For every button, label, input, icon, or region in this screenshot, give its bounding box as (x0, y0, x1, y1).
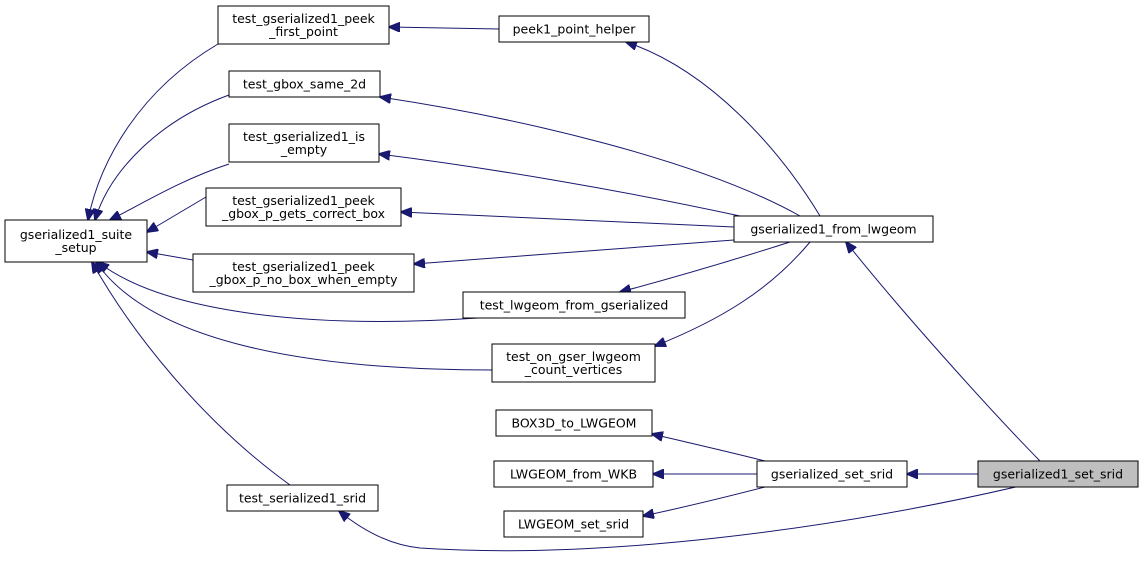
node-box (4, 219, 148, 263)
edge-test_lwgeom_from_gserialized-to-gserialized1_suite_setup (98, 262, 479, 322)
node-BOX3D_to_LWGEOM[interactable]: BOX3D_to_LWGEOM (495, 409, 653, 437)
edge-gserialized_set_srid-to-BOX3D_to_LWGEOM (652, 434, 766, 462)
node-label: BOX3D_to_LWGEOM (512, 416, 637, 431)
node-box (228, 123, 380, 163)
node-test_lwgeom_from_gserialized[interactable]: test_lwgeom_from_gserialized (462, 291, 686, 319)
node-test_gserialized1_peek_gbox_p_no_box_when_empty[interactable]: test_gserialized1_peek_gbox_p_no_box_whe… (192, 253, 415, 293)
node-gserialized_set_srid[interactable]: gserialized_set_srid (756, 460, 908, 488)
node-box (491, 343, 656, 383)
node-gserialized1_suite_setup[interactable]: gserialized1_suite_setup (4, 219, 148, 263)
node-box (493, 460, 654, 488)
node-label: test_lwgeom_from_gserialized (480, 298, 669, 313)
node-label: gserialized1_set_srid (993, 467, 1123, 482)
edge-gserialized1_from_lwgeom-to-peek1_point_helper (626, 42, 821, 217)
node-label: _empty (280, 142, 328, 157)
node-box (192, 253, 415, 293)
edge-gserialized1_from_lwgeom-to-test_gserialized1_peek_gbox_p_gets_correct_box (401, 212, 735, 228)
node-label: test_gserialized1_peek (232, 259, 375, 274)
node-test_gbox_same_2d[interactable]: test_gbox_same_2d (228, 70, 381, 98)
edge-test_gserialized1_is_empty-to-gserialized1_suite_setup (110, 163, 230, 220)
edge-test_gserialized1_peek_first_point-to-gserialized1_suite_setup (88, 43, 219, 220)
node-label: _gbox_p_gets_correct_box (221, 206, 385, 221)
node-label: _count_vertices (524, 362, 622, 377)
edges-layer (88, 27, 1041, 552)
node-box (217, 5, 390, 45)
node-label: test_gserialized1_is (243, 129, 365, 144)
node-label: _first_point (268, 24, 338, 39)
node-test_gserialized1_peek_first_point[interactable]: test_gserialized1_peek_first_point (217, 5, 390, 45)
edge-gserialized1_from_lwgeom-to-test_on_gser_lwgeom_count_vertices (655, 241, 811, 346)
node-label: test_gbox_same_2d (243, 77, 366, 92)
node-LWGEOM_set_srid[interactable]: LWGEOM_set_srid (503, 510, 644, 538)
node-label: test_gserialized1_peek (232, 11, 375, 26)
node-box (226, 484, 379, 512)
node-label: peek1_point_helper (513, 22, 637, 37)
edge-gserialized1_set_srid-to-test_serialized1_srid (339, 485, 1021, 552)
edge-gserialized_set_srid-to-LWGEOM_set_srid (643, 486, 766, 516)
node-box (503, 510, 644, 538)
edge-gserialized1_from_lwgeom-to-test_gserialized1_peek_gbox_p_no_box_when_empty (414, 239, 735, 264)
node-label: _gbox_p_no_box_when_empty (209, 272, 399, 287)
node-box (498, 15, 650, 43)
node-test_on_gser_lwgeom_count_vertices[interactable]: test_on_gser_lwgeom_count_vertices (491, 343, 656, 383)
node-box (495, 409, 653, 437)
node-LWGEOM_from_WKB[interactable]: LWGEOM_from_WKB (493, 460, 654, 488)
node-box (205, 187, 402, 227)
node-label: test_gserialized1_peek (232, 193, 375, 208)
node-gserialized1_from_lwgeom[interactable]: gserialized1_from_lwgeom (733, 215, 934, 243)
nodes-layer: gserialized1_set_srid gserialized_set_sri… (4, 5, 1139, 538)
edge-gserialized1_set_srid-to-gserialized1_from_lwgeom (846, 242, 1041, 462)
node-label: gserialized1_from_lwgeom (750, 222, 916, 237)
node-label: test_serialized1_srid (239, 491, 366, 506)
edge-gserialized1_from_lwgeom-to-test_gbox_same_2d (380, 97, 801, 217)
node-label: gserialized_set_srid (771, 467, 893, 482)
edge-test_on_gser_lwgeom_count_vertices-to-gserialized1_suite_setup (96, 262, 493, 371)
node-test_gserialized1_peek_gbox_p_gets_correct_box[interactable]: test_gserialized1_peek_gbox_p_gets_corre… (205, 187, 402, 227)
node-label: _setup (54, 240, 96, 255)
node-box (733, 215, 934, 243)
node-box (462, 291, 686, 319)
node-box (977, 460, 1139, 488)
node-label: LWGEOM_from_WKB (510, 467, 637, 482)
node-box (756, 460, 908, 488)
edge-test_serialized1_srid-to-gserialized1_suite_setup (92, 262, 291, 486)
node-label: LWGEOM_set_srid (518, 517, 629, 532)
node-label: gserialized1_suite (20, 227, 133, 242)
node-box (228, 70, 381, 98)
node-peek1_point_helper[interactable]: peek1_point_helper (498, 15, 650, 43)
edge-peek1_point_helper-to-test_gserialized1_peek_first_point (389, 27, 500, 29)
node-gserialized1_set_srid: gserialized1_set_srid (977, 460, 1139, 488)
node-test_serialized1_srid[interactable]: test_serialized1_srid (226, 484, 379, 512)
node-test_gserialized1_is_empty[interactable]: test_gserialized1_is_empty (228, 123, 380, 163)
edge-test_gserialized1_peek_gbox_p_no_box_when_empty-to-gserialized1_suite_setup (147, 252, 194, 261)
edge-gserialized1_from_lwgeom-to-test_lwgeom_from_gserialized (620, 241, 791, 292)
edge-test_gbox_same_2d-to-gserialized1_suite_setup (95, 94, 230, 220)
node-label: test_on_gser_lwgeom (506, 349, 641, 364)
edge-test_gserialized1_peek_gbox_p_gets_correct_box-to-gserialized1_suite_setup (147, 196, 207, 232)
edge-gserialized1_from_lwgeom-to-test_gserialized1_is_empty (379, 154, 741, 217)
